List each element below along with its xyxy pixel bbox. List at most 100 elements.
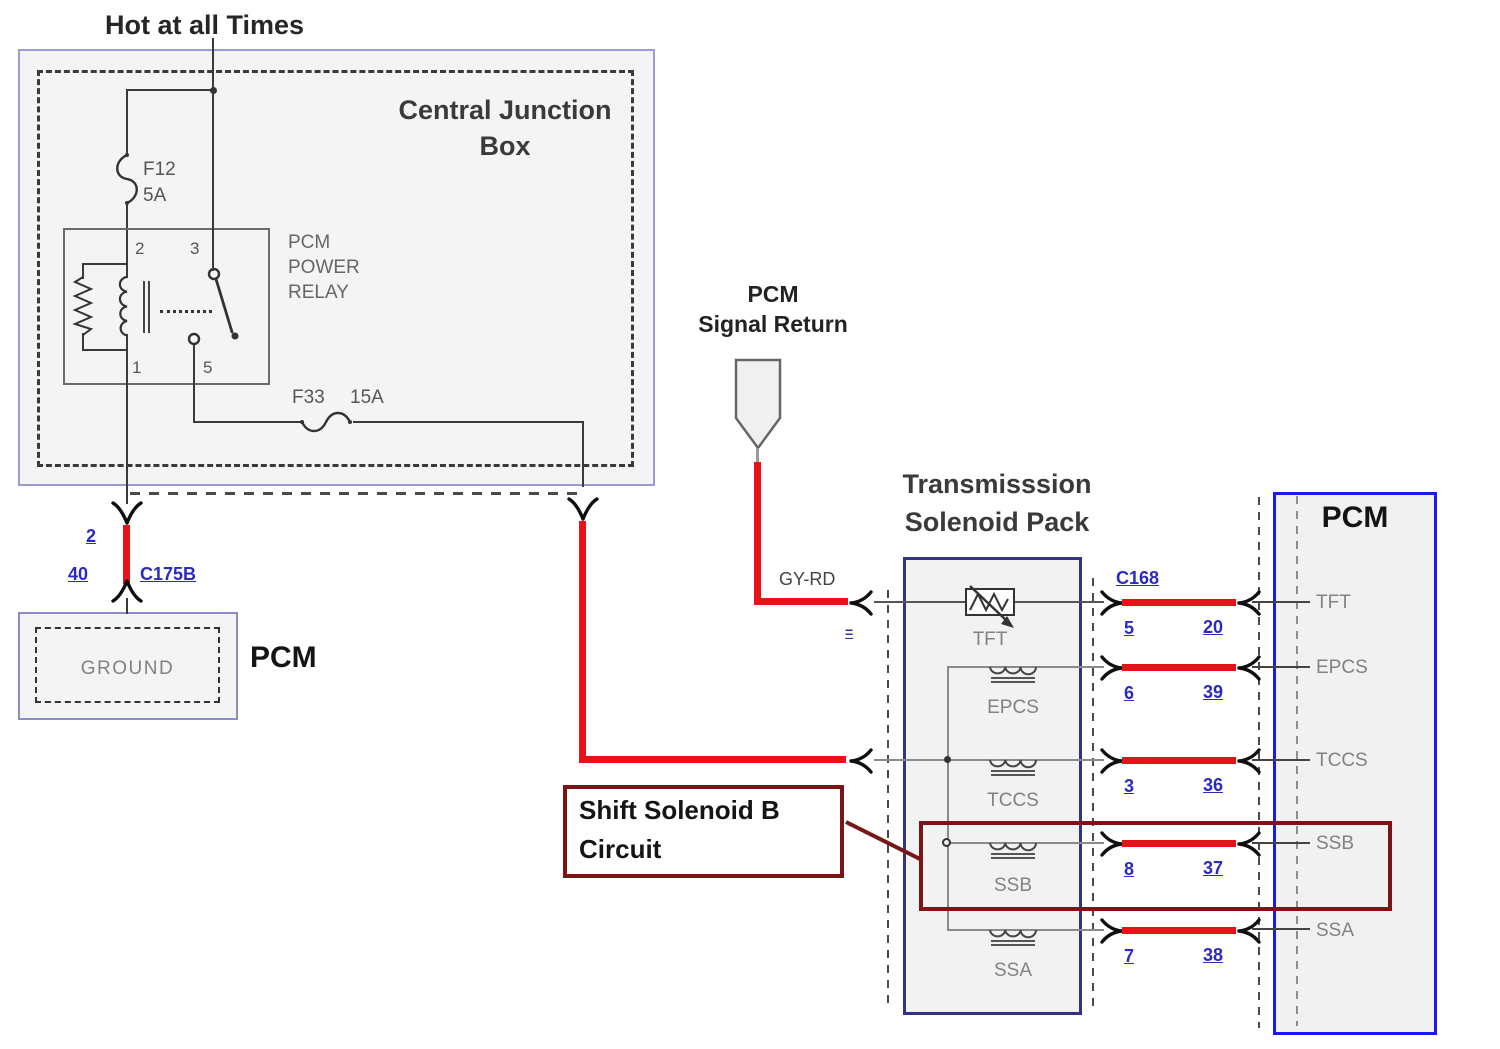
epcs-coil-icon — [989, 666, 1037, 676]
cjb-title-line2: Box — [479, 131, 531, 161]
ssa-pcm-stub — [1252, 928, 1310, 930]
tccs-core-line — [991, 774, 1035, 776]
relay-resistor-bottom-lead — [82, 333, 84, 351]
tft-pack-pin: 5 — [1124, 618, 1135, 638]
relay-coil-lower-wire — [126, 334, 128, 352]
connector-boundary-dash-pcm-outer — [1258, 497, 1260, 1028]
connector-c175b-label: C175B — [140, 564, 197, 584]
transmission-solenoid-pack-box — [903, 557, 1082, 1015]
connector-arrow-right-icon — [1100, 655, 1124, 681]
connector-arrow-right-icon — [1100, 918, 1124, 944]
ssb-circuit-callout-box — [563, 785, 844, 878]
relay-resistor-zigzag — [72, 276, 94, 336]
ground-red-wire — [123, 525, 130, 584]
relay-label-line2: POWER — [288, 257, 360, 278]
fuse-f33-symbol — [300, 411, 352, 433]
ssb-jumper-red-wire — [1122, 840, 1236, 847]
callout-leader-line — [845, 820, 923, 862]
tccs-junction-dot — [944, 756, 951, 763]
cjb-exit-wire-left — [126, 352, 128, 504]
signal-return-connector-icon — [734, 358, 782, 451]
connector-boundary-dash-pack-left — [887, 590, 889, 1006]
connector-arrow-right-icon — [1100, 831, 1124, 857]
power-feed-red-wire-vertical — [579, 521, 586, 763]
epcs-core-line — [991, 677, 1035, 679]
pcm-module-title: PCM — [1321, 501, 1389, 534]
relay-pin3-wire — [212, 91, 214, 271]
relay-pin-3-label: 3 — [190, 239, 200, 258]
ground-entry-wire — [126, 598, 128, 614]
pcm-module-box — [1273, 492, 1437, 1035]
pack-title-line1: Transmisssion — [902, 469, 1092, 499]
junction-dot — [210, 87, 217, 94]
tccs-row-wire — [874, 759, 1104, 761]
relay-actuator-dotted-line — [160, 310, 212, 313]
connector-arrow-left-icon — [1237, 748, 1261, 774]
cjb-exit-wire-right — [582, 423, 584, 487]
fuse-f33-name: F33 — [292, 387, 325, 408]
relay-core-line-2 — [148, 281, 150, 333]
fuse-f12-symbol — [116, 153, 138, 205]
epcs-solenoid-label: EPCS — [987, 697, 1039, 718]
ssb-core-line — [991, 857, 1035, 859]
pcm-pin-ssb-label: SSB — [1316, 833, 1355, 854]
cjb-exit-connector-dash — [130, 492, 580, 495]
relay-pin-1-label: 1 — [132, 358, 142, 377]
relay-label-line3: RELAY — [288, 282, 349, 303]
tccs-core-line — [991, 770, 1035, 772]
tft-solenoid-label: TFT — [972, 629, 1008, 650]
tccs-coil-icon — [989, 759, 1037, 769]
relay-pin-2-label: 2 — [135, 239, 145, 258]
ssb-coil-icon — [989, 842, 1037, 852]
tft-pcm-pin: 20 — [1203, 617, 1224, 637]
connector-arrow-left-icon — [1237, 655, 1261, 681]
relay-label-line1: PCM — [288, 232, 331, 253]
relay-resistor-top-link — [82, 263, 128, 265]
connector-arrow-down-icon — [111, 501, 143, 525]
ssb-row-wire — [947, 842, 1104, 844]
ground-pin-40-label: 40 — [68, 564, 89, 584]
ssa-solenoid-label: SSA — [993, 960, 1033, 981]
pcm-pin-ssa-label: SSA — [1316, 920, 1355, 941]
tft-jumper-red-wire — [1122, 599, 1236, 606]
pcm-ground-dashed-outline — [35, 627, 220, 703]
ssb-pack-pin: 8 — [1124, 859, 1135, 879]
cjb-title-line1: Central Junction — [398, 95, 612, 125]
signal-return-stub — [756, 448, 759, 464]
ssb-circuit-highlight-box — [919, 821, 1392, 911]
fuse-f33-rating: 15A — [350, 387, 384, 408]
hot-at-all-times-label: Hot at all Times — [105, 10, 305, 40]
central-junction-box-dashed-outline — [37, 70, 634, 467]
pcm-pin-tccs-label: TCCS — [1316, 750, 1368, 771]
relay-coil-symbol — [118, 275, 128, 337]
fuse-f12-name: F12 — [143, 159, 176, 180]
ssb-core-line — [991, 853, 1035, 855]
epcs-pcm-stub — [1252, 666, 1310, 668]
ssa-pcm-pin: 38 — [1203, 945, 1224, 965]
epcs-row-wire — [947, 666, 1104, 668]
wire-color-gy-rd-label: GY-RD — [779, 569, 836, 589]
tccs-pcm-stub — [1252, 759, 1310, 761]
connector-arrow-right-icon — [1100, 590, 1124, 616]
ssa-pack-pin: 7 — [1124, 946, 1135, 966]
connector-arrow-right-icon — [1100, 748, 1124, 774]
connector-arrow-left-icon — [1237, 918, 1261, 944]
connector-boundary-dash-pack-right — [1092, 578, 1094, 1012]
pcm-ground-title: PCM — [250, 641, 317, 674]
tccs-pack-pin: 3 — [1124, 776, 1135, 796]
ssa-jumper-red-wire — [1122, 927, 1236, 934]
connector-arrow-left-icon — [1237, 590, 1261, 616]
tft-pcm-stub — [1252, 601, 1310, 603]
fuse-f33-feed-wire — [193, 421, 301, 423]
battery-feed-wire — [212, 38, 214, 91]
epcs-pcm-pin: 39 — [1203, 682, 1224, 702]
epcs-jumper-red-wire — [1122, 664, 1236, 671]
relay-core-line-1 — [143, 281, 145, 333]
tccs-jumper-red-wire — [1122, 757, 1236, 764]
tccs-pcm-pin: 36 — [1203, 775, 1224, 795]
ssb-junction-dot — [942, 838, 951, 847]
signal-return-red-wire-horizontal — [754, 598, 848, 605]
f33-output-wire — [353, 421, 584, 423]
tccs-solenoid-label: TCCS — [987, 790, 1039, 811]
